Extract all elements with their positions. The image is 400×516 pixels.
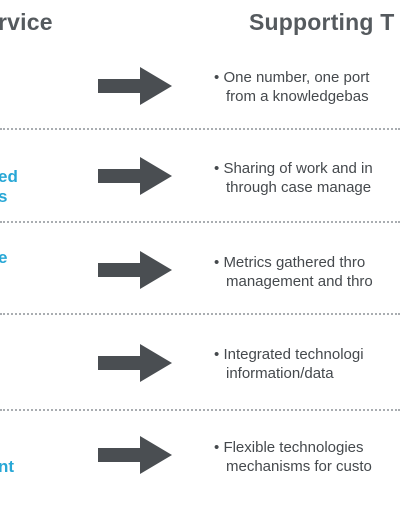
service-label-row-2: ed s: [0, 167, 18, 207]
service-label-line: ed: [0, 167, 18, 186]
supporting-text-row-5: • Flexible technologies mechanisms for c…: [214, 438, 372, 476]
supporting-text-line-2: management and thro: [226, 273, 373, 290]
bullet-marker: •: [214, 346, 220, 363]
supporting-text-line-1: One number, one port: [223, 69, 370, 86]
right-arrow-icon: [98, 251, 172, 289]
supporting-text-row-3: • Metrics gathered thro management and t…: [214, 253, 373, 291]
supporting-text-row-4: • Integrated technologi information/data: [214, 345, 364, 383]
service-label-row-3: e: [0, 248, 7, 268]
right-arrow-icon: [98, 344, 172, 382]
supporting-text-line-1: Sharing of work and in: [223, 160, 373, 177]
supporting-text-row-1: • One number, one port from a knowledgeb…: [214, 68, 369, 106]
column-header-supporting: Supporting T: [249, 9, 395, 35]
column-header-service: rvice: [0, 9, 53, 35]
supporting-text-line-1: Metrics gathered thro: [223, 254, 366, 271]
right-arrow-icon: [98, 157, 172, 195]
supporting-text-line-2: information/data: [226, 365, 334, 382]
supporting-text-line-1: Flexible technologies: [223, 439, 364, 456]
row-divider: [0, 221, 400, 223]
bullet-marker: •: [214, 160, 220, 177]
row-divider: [0, 313, 400, 315]
right-arrow-icon: [98, 436, 172, 474]
row-divider: [0, 409, 400, 411]
bullet-marker: •: [214, 254, 220, 271]
row-divider: [0, 128, 400, 130]
supporting-text-line-2: mechanisms for custo: [226, 458, 372, 475]
bullet-marker: •: [214, 69, 220, 86]
right-arrow-icon: [98, 67, 172, 105]
supporting-text-line-2: through case manage: [226, 179, 372, 196]
service-label-line: nt: [0, 457, 15, 476]
service-label-line: e: [0, 248, 8, 267]
supporting-text-line-1: Integrated technologi: [223, 346, 364, 363]
service-label-row-5: nt: [0, 457, 14, 477]
supporting-text-line-2: from a knowledgebas: [226, 88, 369, 105]
supporting-text-row-2: • Sharing of work and in through case ma…: [214, 159, 373, 197]
bullet-marker: •: [214, 439, 220, 456]
service-label-line: s: [0, 187, 8, 206]
